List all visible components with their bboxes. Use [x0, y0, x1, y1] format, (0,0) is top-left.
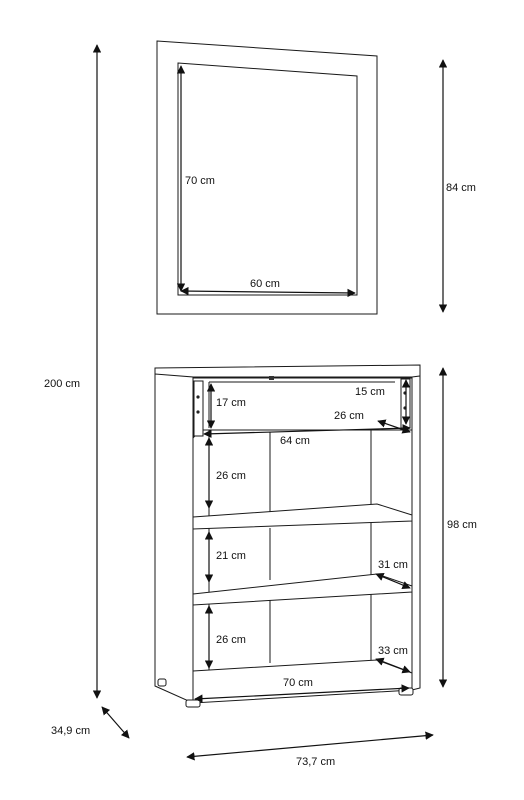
dimension-arrows [92, 44, 448, 761]
label-inner-width-bottom: 70 cm [283, 677, 313, 689]
foot-back-left [157, 678, 167, 687]
label-cabinet-height: 98 cm [447, 519, 477, 531]
label-mirror-glass-height: 70 cm [185, 175, 215, 187]
label-inner-width-top: 64 cm [280, 435, 310, 447]
label-top-recess-depth: 26 cm [334, 410, 364, 422]
left-bracket [193, 380, 204, 437]
label-mirror-height: 84 cm [446, 182, 476, 194]
label-top-recess-height: 15 cm [355, 386, 385, 398]
label-mirror-glass-width: 60 cm [250, 278, 280, 290]
label-width: 73,7 cm [296, 756, 335, 768]
label-compartment-1-height: 26 cm [216, 470, 246, 482]
shelf-1 [192, 503, 413, 530]
label-depth: 34,9 cm [51, 725, 90, 737]
cabinet-left-side [154, 373, 194, 704]
dimension-labels: 200 cm 84 cm 70 cm 60 cm 17 cm 15 cm 26 … [44, 175, 477, 768]
label-top-compartment-height: 17 cm [216, 397, 246, 409]
foot-front-right [398, 687, 414, 696]
cabinet-right-side [411, 375, 421, 691]
label-total-height: 200 cm [44, 378, 80, 390]
label-shelf-depth-lower: 33 cm [378, 645, 408, 657]
shelf-cabinet [154, 364, 421, 708]
foot-front-left [185, 699, 201, 708]
label-compartment-2-height: 21 cm [216, 550, 246, 562]
label-compartment-3-height: 26 cm [216, 634, 246, 646]
label-shelf-depth-upper: 31 cm [378, 559, 408, 571]
shelf-2 [192, 573, 413, 606]
cabinet-top [154, 364, 421, 378]
